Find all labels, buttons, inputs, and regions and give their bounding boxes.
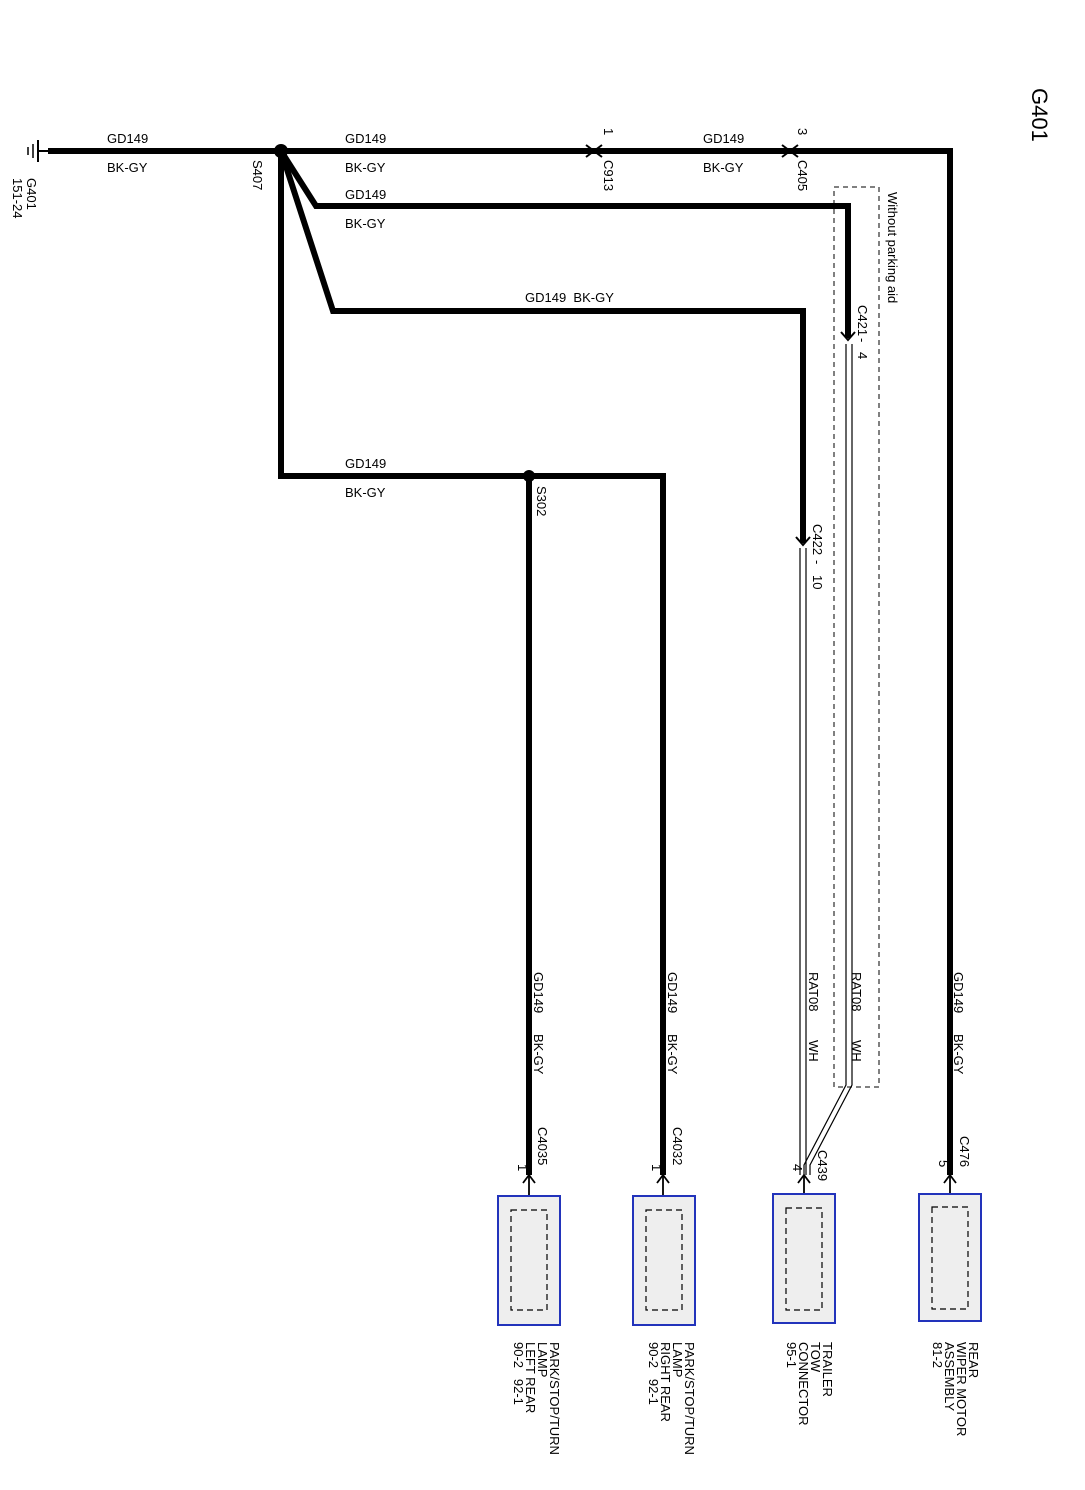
svg-text:95-1: 95-1 bbox=[784, 1342, 799, 1368]
svg-text:LAMP: LAMP bbox=[670, 1342, 685, 1377]
svg-text:LAMP: LAMP bbox=[535, 1342, 550, 1377]
svg-text:WIPER MOTOR: WIPER MOTOR bbox=[954, 1342, 969, 1436]
component-connector-labels: C4035 1 C4032 1 C439 4 C476 5 bbox=[515, 1127, 972, 1181]
left-rear-lamp-name: PARK/STOP/TURN LAMP LEFT REAR 90-2 92-1 bbox=[511, 1342, 562, 1455]
connector-c405-mark bbox=[781, 144, 799, 158]
wire-label-circuit: GD149 bbox=[703, 131, 744, 146]
vertical-wire-labels: GD149 BK-GY GD149 BK-GY RAT08 WH RAT08 W… bbox=[531, 972, 966, 1075]
svg-text:LEFT REAR: LEFT REAR bbox=[523, 1342, 538, 1413]
wire-label-circuit: GD149 bbox=[345, 187, 386, 202]
page-title: G401 bbox=[1027, 88, 1052, 142]
horizontal-wire-labels: GD149 BK-GY GD149 BK-GY GD149 BK-GY GD14… bbox=[107, 131, 744, 500]
wire-label-circuit-color: GD149 BK-GY bbox=[525, 290, 614, 305]
c4032-name: C4032 bbox=[670, 1127, 685, 1165]
splice-s302-label: S302 bbox=[534, 486, 549, 516]
splice-s407 bbox=[274, 144, 288, 158]
wire-label-color: BK-GY bbox=[345, 485, 386, 500]
rear-wiper-motor-name: REAR WIPER MOTOR ASSEMBLY 81-2 bbox=[930, 1342, 981, 1436]
svg-text:CONNECTOR: CONNECTOR bbox=[796, 1342, 811, 1426]
wire-ground-main bbox=[48, 148, 953, 1175]
wire-label-color: BK-GY bbox=[107, 160, 148, 175]
wire-label-color: BK-GY bbox=[703, 160, 744, 175]
c421-name: C421 bbox=[855, 305, 870, 336]
c422-sep: - bbox=[810, 560, 825, 564]
c4035-pin: 1 bbox=[515, 1164, 530, 1171]
wire-to-right-lamp bbox=[529, 473, 666, 1175]
wire-label-circuit: GD149 bbox=[951, 972, 966, 1013]
svg-text:90-2 92-1: 90-2 92-1 bbox=[511, 1342, 526, 1405]
c4035-name: C4035 bbox=[535, 1127, 550, 1165]
option-box-without-parking-aid bbox=[833, 186, 880, 1088]
component-connector-marks bbox=[522, 1173, 957, 1196]
c913-pin: 1 bbox=[601, 128, 616, 135]
option-note: Without parking aid bbox=[885, 192, 900, 303]
wire-label-circuit: GD149 bbox=[345, 456, 386, 471]
splice-s407-label: S407 bbox=[250, 160, 265, 190]
wire-label-color: BK-GY bbox=[345, 160, 386, 175]
component-trailer-tow-connector bbox=[772, 1193, 836, 1324]
splice-s302 bbox=[523, 470, 535, 482]
c422-pin: 10 bbox=[810, 575, 825, 589]
wire-to-c421 bbox=[278, 149, 851, 338]
tow-wires bbox=[799, 344, 853, 1175]
right-rear-lamp-name: PARK/STOP/TURN LAMP RIGHT REAR 90-2 92-1 bbox=[646, 1342, 697, 1455]
c476-name: C476 bbox=[957, 1136, 972, 1167]
wire-label-color: BK-GY bbox=[531, 1034, 546, 1075]
connector-c913-mark bbox=[585, 144, 603, 158]
wire-label-circuit: GD149 bbox=[531, 972, 546, 1013]
wire-label-color: BK-GY bbox=[345, 216, 386, 231]
c422-name: C422 bbox=[810, 524, 825, 555]
wire-label-tow-circuit: RAT08 bbox=[849, 972, 864, 1012]
ground-name: G401 bbox=[24, 178, 39, 210]
wire-to-c422 bbox=[278, 150, 806, 543]
svg-text:81-2: 81-2 bbox=[930, 1342, 945, 1368]
component-rear-wiper-motor bbox=[918, 1193, 982, 1322]
svg-text:REAR: REAR bbox=[966, 1342, 981, 1378]
ground-ref: 151-24 bbox=[10, 178, 25, 218]
component-left-rear-lamp bbox=[497, 1195, 561, 1326]
c421-pin: 4 bbox=[855, 352, 870, 359]
c4032-pin: 1 bbox=[649, 1164, 664, 1171]
wire-label-tow-color: WH bbox=[849, 1040, 864, 1062]
connector-c421-mark bbox=[840, 331, 856, 342]
component-right-rear-lamp bbox=[632, 1195, 696, 1326]
c421-sep: - bbox=[855, 338, 870, 342]
c476-pin: 5 bbox=[936, 1160, 951, 1167]
wire-label-color: BK-GY bbox=[665, 1034, 680, 1075]
wire-label-tow-color: WH bbox=[806, 1040, 821, 1062]
wire-label-tow-circuit: RAT08 bbox=[806, 972, 821, 1012]
svg-text:90-2 92-1: 90-2 92-1 bbox=[646, 1342, 661, 1405]
trailer-tow-connector-name: TRAILER TOW CONNECTOR 95-1 bbox=[784, 1342, 835, 1426]
wire-label-circuit: GD149 bbox=[107, 131, 148, 146]
c405-pin: 3 bbox=[795, 128, 810, 135]
wire-label-circuit: GD149 bbox=[345, 131, 386, 146]
wire-label-circuit: GD149 bbox=[665, 972, 680, 1013]
svg-text:TOW: TOW bbox=[808, 1342, 823, 1373]
c439-pin: 4 bbox=[790, 1164, 805, 1171]
c439-name: C439 bbox=[815, 1150, 830, 1181]
ground-symbol bbox=[27, 140, 48, 162]
c405-name: C405 bbox=[795, 160, 810, 191]
svg-text:TRAILER: TRAILER bbox=[820, 1342, 835, 1397]
wire-to-s302 bbox=[278, 151, 532, 1175]
svg-text:ASSEMBLY: ASSEMBLY bbox=[942, 1342, 957, 1411]
svg-text:PARK/STOP/TURN: PARK/STOP/TURN bbox=[547, 1342, 562, 1455]
svg-text:RIGHT REAR: RIGHT REAR bbox=[658, 1342, 673, 1422]
c913-name: C913 bbox=[601, 160, 616, 191]
wire-label-color: BK-GY bbox=[951, 1034, 966, 1075]
ground-wires bbox=[48, 148, 953, 1175]
connector-c422-mark bbox=[795, 536, 811, 547]
svg-text:PARK/STOP/TURN: PARK/STOP/TURN bbox=[682, 1342, 697, 1455]
